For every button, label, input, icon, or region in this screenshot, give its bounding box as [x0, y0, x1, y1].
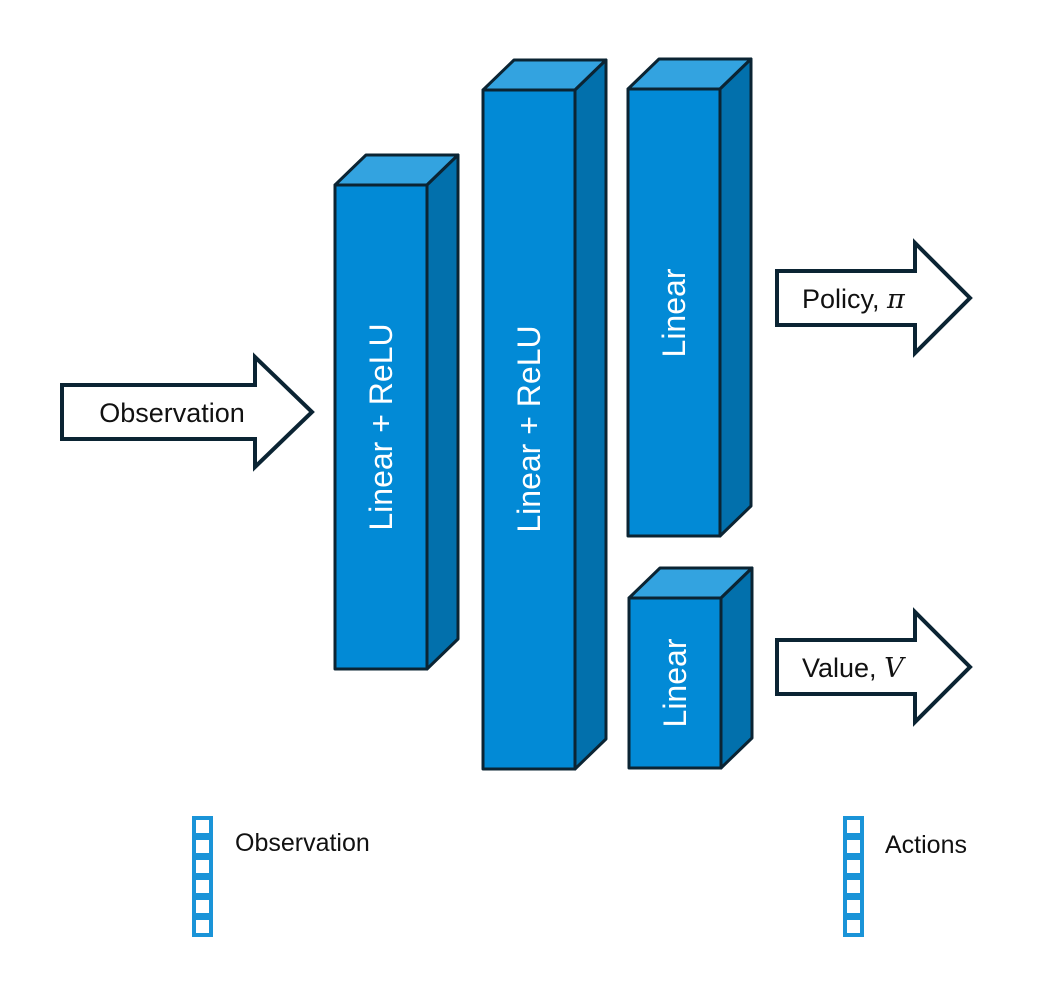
- value-output-arrow: Value, V: [775, 607, 973, 727]
- actions-vector-cell: [843, 896, 864, 917]
- layer-1-block: Linear + ReLU: [333, 153, 460, 671]
- input-arrow: Observation: [60, 352, 315, 472]
- observation-vector-cell: [192, 896, 213, 917]
- actions-vector-cell: [843, 916, 864, 937]
- observation-vector-cell: [192, 916, 213, 937]
- value-head-block: Linear: [627, 566, 754, 770]
- layer-2-label: Linear + ReLU: [511, 325, 547, 532]
- observation-vector-cell: [192, 816, 213, 837]
- actions-vector-cell: [843, 856, 864, 877]
- observation-vector-cell: [192, 876, 213, 897]
- policy-head-label: Linear: [656, 268, 692, 357]
- layer-2-block: Linear + ReLU: [481, 58, 608, 771]
- actions-vector-icon: [843, 816, 864, 937]
- actions-legend-label: Actions: [885, 831, 967, 859]
- actions-vector-cell: [843, 836, 864, 857]
- layer-1-label: Linear + ReLU: [363, 323, 399, 530]
- policy-head-block: Linear: [626, 57, 753, 538]
- observation-vector-icon: [192, 816, 213, 937]
- policy-output-arrow: Policy, π: [775, 238, 973, 358]
- value-output-label: Value, V: [802, 653, 906, 684]
- observation-legend-label: Observation: [235, 829, 370, 857]
- actions-vector-cell: [843, 816, 864, 837]
- observation-vector-cell: [192, 856, 213, 877]
- input-arrow-label: Observation: [99, 398, 245, 428]
- actions-vector-cell: [843, 876, 864, 897]
- observation-vector-cell: [192, 836, 213, 857]
- value-head-label: Linear: [657, 638, 693, 727]
- policy-output-label: Policy, π: [802, 284, 906, 315]
